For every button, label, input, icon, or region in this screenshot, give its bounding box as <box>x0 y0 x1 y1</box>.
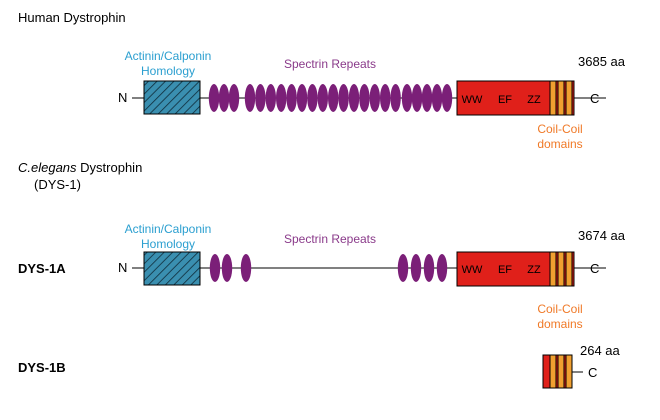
dys1a-isoform-name: DYS-1A <box>18 261 66 276</box>
human-spectrin-repeat <box>369 84 380 112</box>
dys1a-spectrin-repeat <box>423 254 435 282</box>
dys1a-spectrin-repeat <box>221 254 233 282</box>
dys1a-spectrin-label: Spectrin Repeats <box>284 232 376 246</box>
dys1a-actinin-domain <box>143 251 201 286</box>
human-spectrin-repeat <box>441 84 453 112</box>
human-spectrin-repeat <box>276 84 287 112</box>
dys1a-ww-label: WW <box>462 264 483 276</box>
human-ww-label: WW <box>462 94 483 106</box>
dys1a-spectrin-repeat <box>410 254 422 282</box>
human-spectrin-repeat <box>265 84 276 112</box>
human-spectrin-repeat <box>421 84 433 112</box>
dys1b-isoform-name: DYS-1B <box>18 360 66 375</box>
celegans-title-rest: Dystrophin <box>77 160 143 175</box>
dys1a-c-terminus: C <box>590 261 599 276</box>
dys1a-spectrin-repeat <box>436 254 448 282</box>
dys1a-ef-label: EF <box>498 264 512 276</box>
human-zz-label: ZZ <box>527 94 541 106</box>
human-coil-label-line2: domains <box>537 137 582 151</box>
human-spectrin-repeat <box>317 84 328 112</box>
human-title: Human Dystrophin <box>18 10 126 25</box>
human-spectrin-repeat <box>228 84 240 112</box>
dys1a-spectrin-repeat <box>240 254 252 282</box>
human-spectrin-repeat <box>380 84 391 112</box>
human-spectrin-repeat <box>401 84 413 112</box>
human-spectrin-repeat <box>411 84 423 112</box>
human-spectrin-repeat <box>431 84 443 112</box>
dys1b-c-terminus: C <box>588 365 597 380</box>
dys1a-actinin-label-line2: Homology <box>141 237 195 251</box>
human-spectrin-repeat <box>218 84 230 112</box>
human-c-terminus: C <box>590 91 599 106</box>
human-ef-label: EF <box>498 94 512 106</box>
human-spectrin-repeat <box>307 84 318 112</box>
human-actinin-label-line2: Homology <box>141 64 195 78</box>
human-spectrin-repeat <box>286 84 297 112</box>
dys1a-spectrin-repeat <box>397 254 409 282</box>
dys1a-coil-coil-domains <box>549 251 573 287</box>
dys1a-coil-label-line2: domains <box>537 317 582 331</box>
dys1b-coil-coil-domains <box>549 354 573 389</box>
celegans-subtitle: (DYS-1) <box>34 177 81 192</box>
human-coil-coil-domains <box>549 80 573 116</box>
human-actinin-domain <box>143 80 201 115</box>
human-spectrin-repeats <box>208 84 453 112</box>
dys1a-length: 3674 aa <box>578 228 626 243</box>
human-spectrin-repeat <box>338 84 349 112</box>
human-coil-label-line1: Coil-Coil <box>537 122 582 136</box>
dys1b-length: 264 aa <box>580 343 621 358</box>
human-spectrin-repeat <box>255 84 266 112</box>
dys1a-actinin-label-line1: Actinin/Calponin <box>125 222 212 236</box>
human-spectrin-repeat <box>244 84 256 112</box>
human-spectrin-repeat <box>296 84 308 112</box>
human-n-terminus: N <box>118 90 127 105</box>
celegans-species-name: C.elegans <box>18 160 77 175</box>
dys1a-n-terminus: N <box>118 260 127 275</box>
dys1a-zz-label: ZZ <box>527 264 541 276</box>
human-spectrin-repeat <box>348 84 360 112</box>
human-spectrin-repeat <box>390 84 401 112</box>
dys1a-coil-label-line1: Coil-Coil <box>537 302 582 316</box>
human-spectrin-repeat <box>359 84 370 112</box>
human-length: 3685 aa <box>578 54 626 69</box>
human-spectrin-label: Spectrin Repeats <box>284 57 376 71</box>
celegans-title: C.elegans Dystrophin <box>18 160 142 175</box>
human-spectrin-repeat <box>328 84 339 112</box>
human-actinin-label-line1: Actinin/Calponin <box>125 49 212 63</box>
dys1a-spectrin-repeats <box>209 254 448 282</box>
dys1a-spectrin-repeat <box>209 254 221 282</box>
human-spectrin-repeat <box>208 84 220 112</box>
